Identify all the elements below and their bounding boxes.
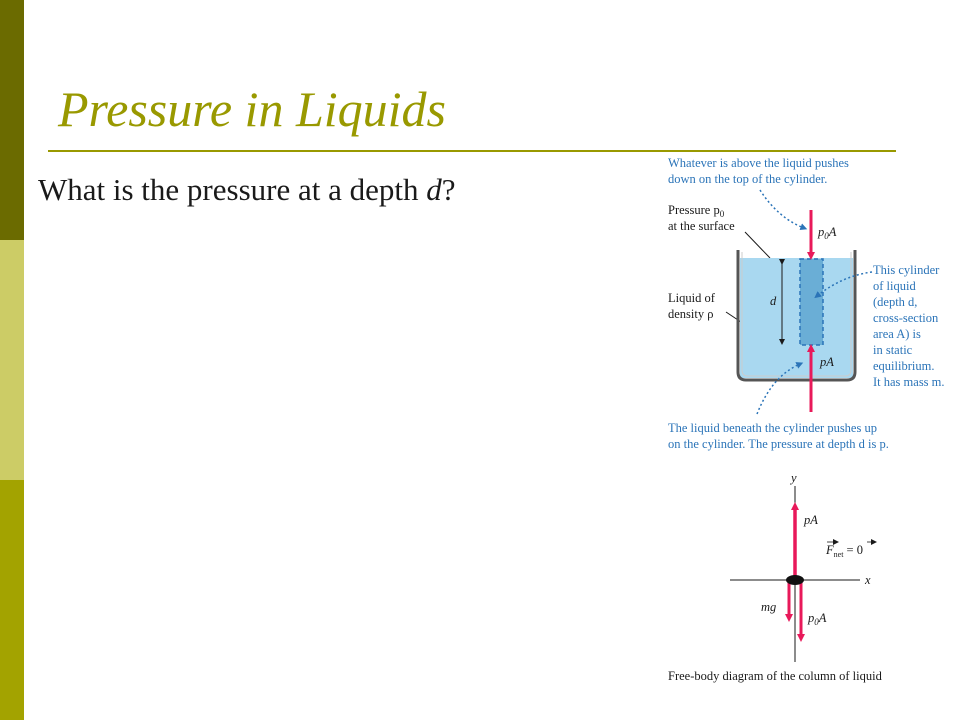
cylinder-caption-7: equilibrium. [873, 359, 934, 373]
surface-label-line-2: at the surface [668, 219, 735, 233]
question-variable: d [426, 172, 442, 207]
top-pointer [759, 189, 808, 231]
cylinder-caption-3: (depth d, [873, 295, 917, 309]
slide-title: Pressure in Liquids [58, 81, 446, 137]
sidebar-light-segment [0, 240, 24, 480]
bottom-caption-line-1: The liquid beneath the cylinder pushes u… [668, 421, 877, 435]
sidebar-mid-segment [0, 480, 24, 720]
depth-label: d [770, 294, 777, 308]
bottom-pointer [756, 362, 804, 415]
cylinder-caption-1: This cylinder [873, 263, 940, 277]
container-inner [741, 252, 852, 377]
top-force-label: p0A [817, 225, 837, 241]
cylinder-pointer [814, 271, 873, 299]
cylinder-caption-5: area A) is [873, 327, 921, 341]
liquid-label-line-1: Liquid of [668, 291, 716, 305]
bottom-caption-line-2: on the cylinder. The pressure at depth d… [668, 437, 889, 451]
bottom-force-label: pA [819, 355, 834, 369]
container-outer [736, 250, 857, 382]
fbd-y-label: y [789, 471, 797, 485]
top-caption-line-2: down on the top of the cylinder. [668, 172, 827, 186]
fbd-weight-label: mg [761, 600, 776, 614]
liquid-body [740, 258, 853, 378]
cylinder-caption-4: cross-section [873, 311, 939, 325]
question-text: What is the pressure at a depth d? [38, 172, 456, 208]
surface-pressure-label: Pressure p0 [668, 203, 725, 219]
liquid-label-line-2: density ρ [668, 307, 713, 321]
question-prefix: What is the pressure at a depth [38, 172, 427, 207]
question-suffix: ? [441, 172, 456, 207]
fbd-x-label: x [864, 573, 871, 587]
pressure-figure: Whatever is above the liquid pushes down… [668, 156, 945, 683]
cylinder-caption-8: It has mass m. [873, 375, 945, 389]
sidebar-dark-segment [0, 0, 24, 240]
cylinder-caption-2: of liquid [873, 279, 916, 293]
surface-leader [744, 231, 771, 259]
liquid-cylinder [799, 258, 824, 346]
fbd-object-dot [786, 575, 804, 585]
fbd-net-force-label: Fnet = 0 [825, 543, 863, 559]
cylinder-caption-6: in static [873, 343, 913, 357]
fbd-down-force-label: p0A [807, 611, 827, 627]
fbd-up-force-label: pA [803, 513, 818, 527]
title-underline [48, 150, 896, 152]
top-caption-line-1: Whatever is above the liquid pushes [668, 156, 849, 170]
fbd-caption: Free-body diagram of the column of liqui… [668, 669, 883, 683]
